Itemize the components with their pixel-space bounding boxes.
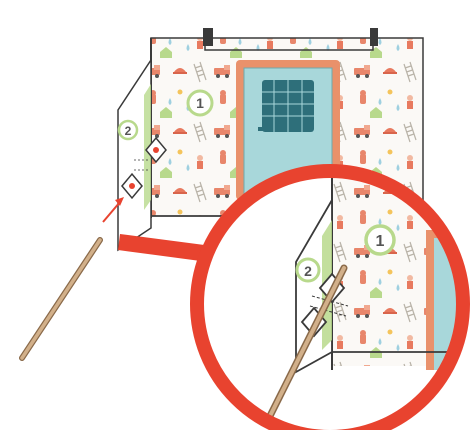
back-panel-number: 1: [196, 95, 204, 111]
zoom-back-panel-number: 1: [376, 233, 385, 250]
back-panel-number-badge: 1: [188, 91, 212, 115]
zoom-callout: 1 2: [197, 171, 471, 430]
zoom-side-panel-number: 2: [304, 263, 312, 279]
side-panel-number: 2: [125, 124, 132, 138]
side-panel: 2: [118, 60, 151, 250]
